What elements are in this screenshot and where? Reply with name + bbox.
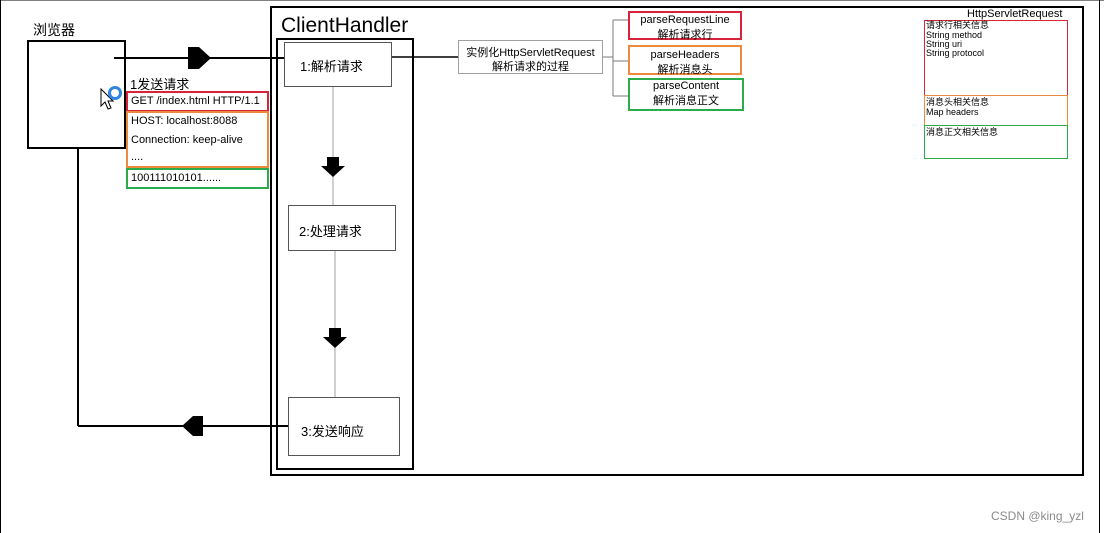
parse-request-line-name: parseRequestLine (640, 14, 730, 26)
field-map-headers: Map headers (926, 107, 979, 117)
step-parse-request: 1:解析请求 (284, 42, 392, 87)
down-arrow-icon-1 (321, 157, 345, 177)
instantiate-line2: 解析请求的过程 (492, 61, 569, 73)
request-line-fields-heading: 请求行相关信息 (926, 20, 990, 30)
step-send-response: 3:发送响应 (288, 397, 400, 456)
client-handler-title: ClientHandler (281, 14, 409, 37)
header-host: HOST: localhost:8088 (131, 115, 238, 127)
step-parse-request-label: 1:解析请求 (300, 59, 363, 74)
http-servlet-request-title: HttpServletRequest (967, 8, 1063, 20)
field-string-protocol: String protocol (926, 48, 985, 58)
header-connection: Connection: keep-alive (131, 134, 243, 146)
outer-frame (270, 6, 1084, 476)
content-text: 100111010101...... (131, 172, 222, 184)
request-arrow-icon (188, 47, 211, 69)
parse-request-line-desc: 解析请求行 (657, 29, 713, 41)
response-arrow-icon (182, 416, 203, 436)
step-handle-request-label: 2:处理请求 (299, 224, 362, 239)
step-send-response-label: 3:发送响应 (301, 424, 364, 439)
parse-headers-desc: 解析消息头 (657, 64, 713, 76)
mouse-cursor-icon (100, 87, 115, 115)
headers-box: HOST: localhost:8088 Connection: keep-al… (126, 111, 269, 168)
client-handler-box (276, 38, 414, 470)
parse-content-desc: 解析消息正文 (653, 95, 719, 107)
content-fields-heading: 消息正文相关信息 (926, 127, 999, 137)
down-arrow-icon-2 (323, 328, 347, 348)
field-string-method: String method (926, 30, 983, 40)
watermark: CSDN @king_yzl (991, 509, 1084, 523)
parse-request-line-box: parseRequestLine 解析请求行 (628, 11, 742, 41)
parse-headers-box: parseHeaders 解析消息头 (628, 45, 742, 76)
step-handle-request: 2:处理请求 (288, 205, 396, 251)
request-line-box: GET /index.html HTTP/1.1 (126, 91, 269, 112)
field-string-uri: String uri (926, 39, 963, 49)
instantiate-line1: 实例化HttpServletRequest (466, 47, 595, 59)
header-ellipsis: .... (131, 151, 144, 163)
content-fields-box: 消息正文相关信息 (924, 125, 1068, 159)
request-line-fields-box: 请求行相关信息 String method String uri String … (924, 20, 1068, 96)
instantiate-request-box: 实例化HttpServletRequest 解析请求的过程 (458, 40, 603, 74)
browser-label: 浏览器 (33, 22, 75, 38)
send-request-label: 1发送请求 (130, 77, 190, 92)
request-line-text: GET /index.html HTTP/1.1 (131, 95, 260, 107)
parse-headers-name: parseHeaders (650, 49, 720, 61)
content-box: 100111010101...... (126, 168, 269, 189)
parse-content-box: parseContent 解析消息正文 (628, 78, 744, 111)
click-indicator-icon (107, 85, 123, 106)
headers-fields-box: 消息头相关信息 Map headers (924, 95, 1068, 126)
parse-content-name: parseContent (652, 80, 720, 92)
browser-box (27, 40, 126, 149)
headers-fields-heading: 消息头相关信息 (926, 97, 990, 107)
